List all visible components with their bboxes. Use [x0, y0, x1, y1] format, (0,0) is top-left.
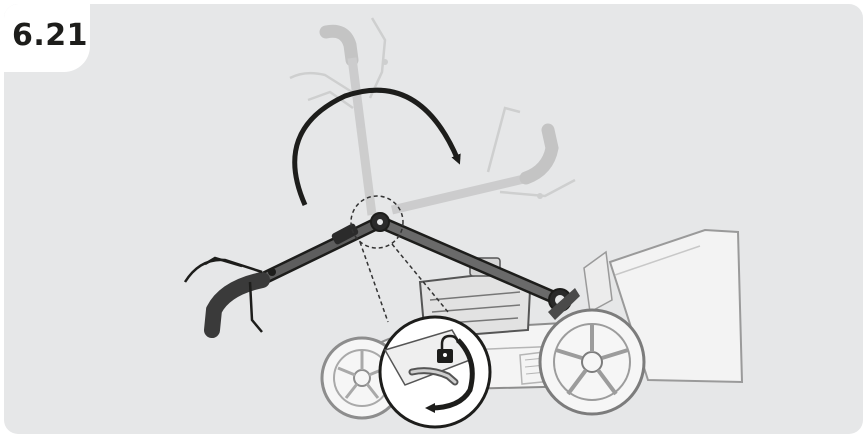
- detail-leader-left: [360, 242, 388, 322]
- rotation-arrow: [295, 90, 458, 205]
- pivot-joint: [371, 213, 389, 231]
- handle-folded: [185, 222, 380, 332]
- rear-wheel: [540, 310, 644, 414]
- handle-ghost-upright: [290, 18, 388, 215]
- handle-ghost-forward: [392, 108, 575, 210]
- lever-detail-inset: [380, 317, 490, 427]
